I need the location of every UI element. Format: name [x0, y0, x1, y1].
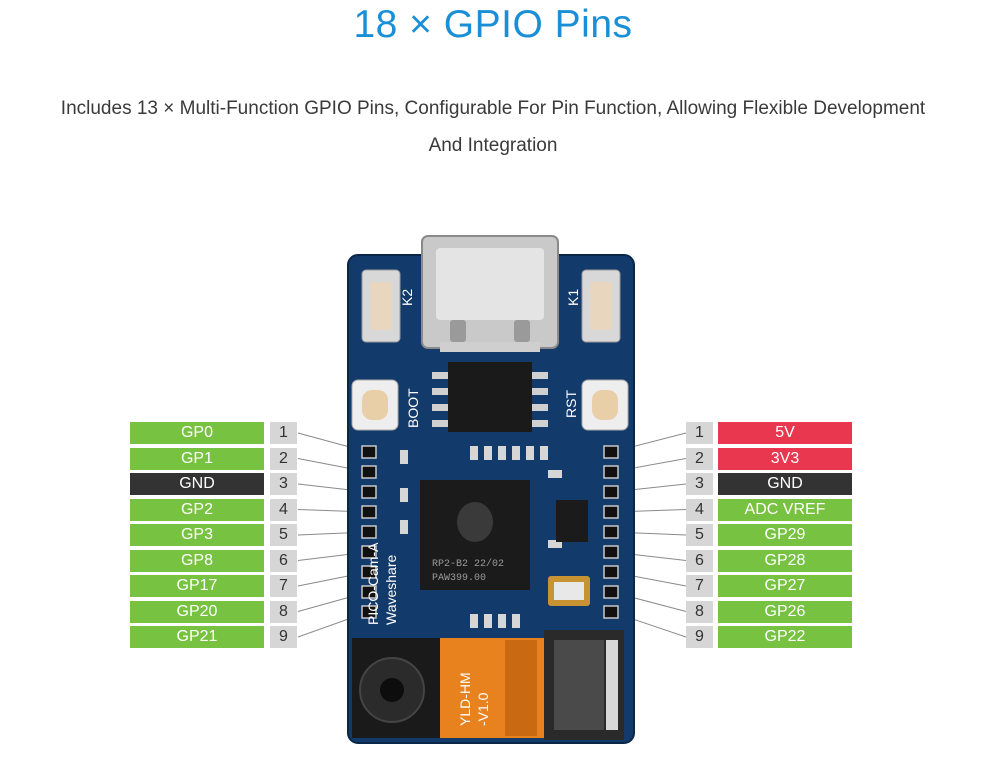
header-pin-pad [361, 605, 377, 619]
header-pin-pad [603, 525, 619, 539]
left-pin-number: 3 [270, 473, 297, 495]
header-pin-pad [603, 485, 619, 499]
header-pin-pad [361, 525, 377, 539]
right-pin-label: GP29 [718, 524, 852, 546]
right-pin-number: 5 [686, 524, 713, 546]
chip-marking-2: PAW399.00 [432, 573, 486, 584]
page-subtitle: Includes 13 × Multi-Function GPIO Pins, … [0, 90, 986, 164]
left-pin-label: GP20 [130, 601, 264, 623]
left-pin-number: 7 [270, 575, 297, 597]
right-pin-number: 7 [686, 575, 713, 597]
smd-components [400, 446, 562, 628]
regulator-chip [556, 500, 588, 542]
right-pin-label: 5V [718, 422, 852, 444]
header-pin-pad [603, 545, 619, 559]
silk-k1: K1 [565, 289, 581, 306]
header-pin-pad [603, 605, 619, 619]
left-pin-label: GP0 [130, 422, 264, 444]
right-pin-number: 9 [686, 626, 713, 648]
chip-marking-1: RP2-B2 22/02 [432, 558, 504, 570]
raspberry-pi-logo-icon [457, 502, 493, 542]
left-pin-number: 8 [270, 601, 297, 623]
right-pin-number: 3 [686, 473, 713, 495]
right-pin-label: GP28 [718, 550, 852, 572]
left-pin-label: GP8 [130, 550, 264, 572]
right-pin-number: 4 [686, 499, 713, 521]
silk-brand: Waveshare [383, 554, 399, 625]
left-pin-label: GND [130, 473, 264, 495]
silk-rst: RST [563, 390, 579, 418]
silk-board-name: PICO-Cam-A [365, 542, 381, 625]
header-pin-pad [361, 465, 377, 479]
silk-k2: K2 [399, 289, 415, 306]
left-pin-number: 6 [270, 550, 297, 572]
left-pin-number: 5 [270, 524, 297, 546]
subtitle-line-2: And Integration [428, 135, 558, 156]
left-pin-label: GP1 [130, 448, 264, 470]
left-pin-number: 2 [270, 448, 297, 470]
right-pin-number: 1 [686, 422, 713, 444]
right-pin-label: GP26 [718, 601, 852, 623]
header-pin-pad [361, 505, 377, 519]
right-pin-header [603, 445, 619, 619]
flex-marking-1: YLD-HM [457, 672, 473, 726]
right-pin-label: GP27 [718, 575, 852, 597]
header-pin-pad [603, 585, 619, 599]
subtitle-line-1: Includes 13 × Multi-Function GPIO Pins, … [60, 98, 926, 119]
left-pin-label: GP3 [130, 524, 264, 546]
page-title: 18 × GPIO Pins [353, 3, 633, 46]
header-pin-pad [603, 465, 619, 479]
left-pin-label: GP21 [130, 626, 264, 648]
camera-lens-icon [380, 678, 404, 702]
header-pin-pad [361, 585, 377, 599]
right-pin-number: 8 [686, 601, 713, 623]
left-pin-header [361, 445, 377, 619]
flash-chip [448, 362, 532, 432]
right-pin-label: ADC VREF [718, 499, 852, 521]
left-pin-number: 4 [270, 499, 297, 521]
right-pin-label: 3V3 [718, 448, 852, 470]
left-pin-number: 1 [270, 422, 297, 444]
header-pin-pad [603, 505, 619, 519]
header-pin-pad [361, 485, 377, 499]
header-pin-pad [361, 445, 377, 459]
right-pin-label: GND [718, 473, 852, 495]
flex-marking-2: -V1.0 [475, 692, 491, 726]
left-pin-label: GP2 [130, 499, 264, 521]
header-pin-pad [361, 565, 377, 579]
right-pin-number: 2 [686, 448, 713, 470]
header-pin-pad [603, 565, 619, 579]
silk-boot: BOOT [405, 388, 421, 428]
right-pin-label: GP22 [718, 626, 852, 648]
left-pin-label: GP17 [130, 575, 264, 597]
header-pin-pad [603, 445, 619, 459]
right-pin-number: 6 [686, 550, 713, 572]
header-pin-pad [361, 545, 377, 559]
left-pin-number: 9 [270, 626, 297, 648]
